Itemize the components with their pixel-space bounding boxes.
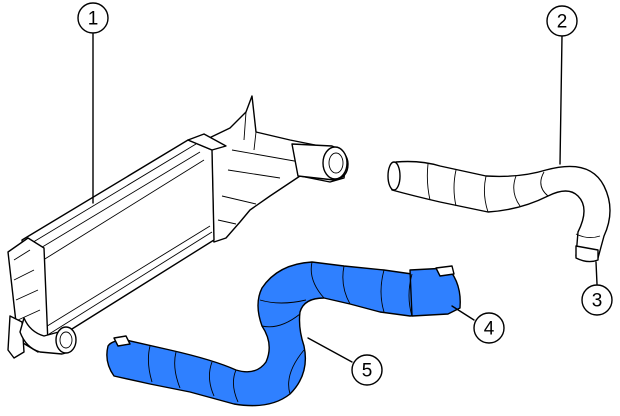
callout-1: 1 — [77, 2, 109, 34]
leader-lines — [92, 33, 598, 363]
leader-line-4 — [451, 305, 475, 321]
callout-1-label: 1 — [88, 9, 99, 30]
callout-3: 3 — [581, 284, 613, 316]
lower-hose-highlighted — [106, 261, 461, 407]
callout-4: 4 — [473, 312, 505, 344]
leader-line-5 — [307, 337, 353, 363]
callout-2-label: 2 — [557, 12, 568, 33]
callout-2: 2 — [546, 5, 578, 37]
callout-4-label: 4 — [484, 319, 495, 340]
upper-hose — [387, 160, 611, 263]
leader-line-2 — [559, 35, 563, 165]
leader-line-3 — [595, 261, 598, 285]
callout-5: 5 — [351, 354, 383, 386]
callout-3-label: 3 — [592, 291, 603, 312]
charge-air-cooler — [7, 95, 349, 359]
callout-5-label: 5 — [362, 361, 373, 382]
